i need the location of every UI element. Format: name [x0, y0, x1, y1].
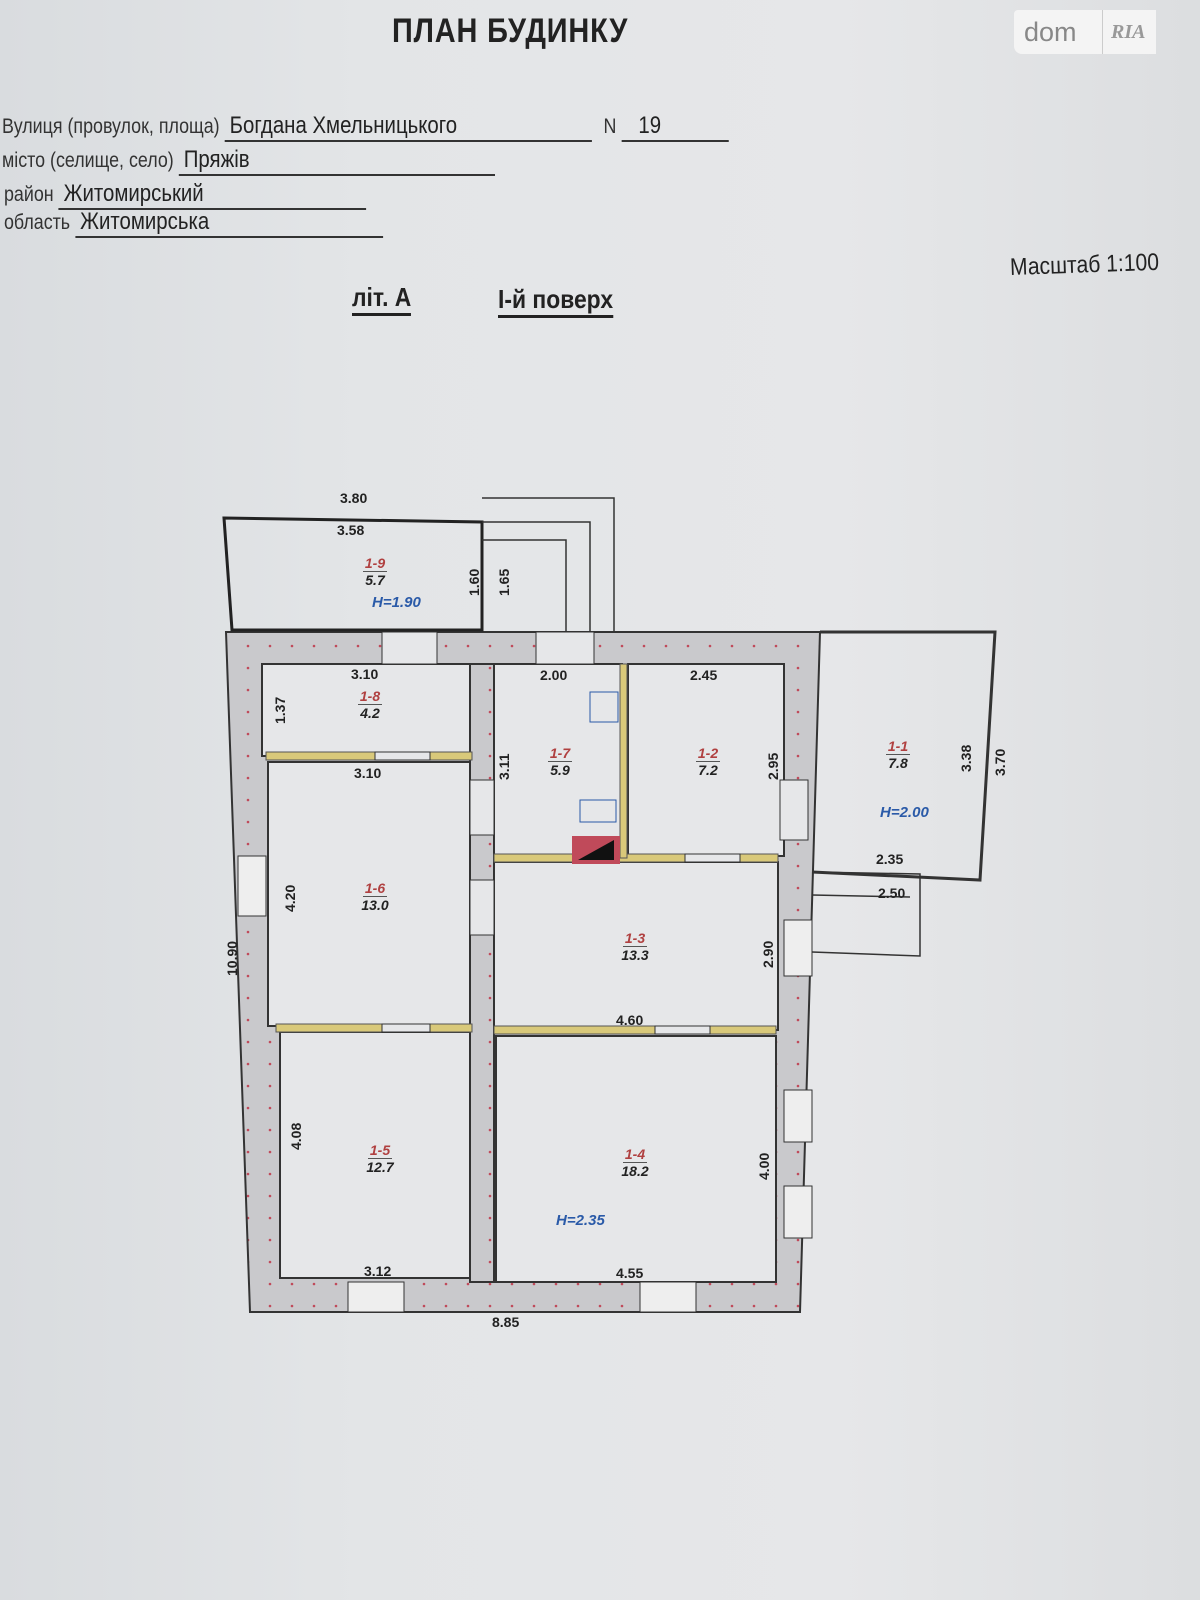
room-number: 1-4 — [622, 1146, 648, 1163]
dimension-label: 2.45 — [690, 667, 718, 683]
dimension-label: 3.58 — [337, 522, 365, 538]
room-area: 7.2 — [698, 762, 718, 778]
dimension-label: 3.80 — [340, 490, 368, 506]
street-field: Вулиця (провулок, площа) Богдана Хмельни… — [2, 112, 729, 142]
room-area: 18.2 — [621, 1163, 649, 1179]
district-field: район Житомирський — [4, 180, 367, 210]
dimension-label: 10.90 — [224, 940, 240, 976]
logo-dom: dom — [1024, 16, 1077, 47]
room-area: 5.9 — [550, 762, 570, 778]
room-interiors — [261, 663, 785, 1283]
region-value: Житомирська — [75, 208, 383, 238]
room-number: 1-8 — [357, 688, 383, 705]
room-area: 5.7 — [365, 572, 385, 588]
dimension-label: 2.95 — [765, 752, 781, 780]
floor-label: І-й поверх — [498, 284, 614, 318]
dimension-label: 3.11 — [496, 753, 512, 780]
room-number: 1-7 — [547, 745, 573, 762]
windows — [237, 855, 813, 1313]
height-main: H=2.35 — [556, 1212, 605, 1229]
dimension-label: 2.35 — [876, 851, 904, 867]
room-number: 1-5 — [367, 1142, 393, 1159]
room-area: 7.8 — [888, 755, 908, 771]
dimension-label: 2.50 — [878, 885, 906, 901]
room-number: 1-9 — [362, 555, 388, 572]
letter-label: літ. А — [352, 282, 412, 316]
district-value: Житомирський — [58, 180, 367, 210]
room-number: 1-3 — [622, 930, 648, 947]
doors — [374, 631, 809, 1035]
dimension-label: 4.20 — [282, 884, 298, 912]
room-number: 1-1 — [885, 738, 911, 755]
dimension-label: 4.60 — [616, 1012, 644, 1028]
sink-icon — [579, 799, 617, 823]
number-label: N — [603, 115, 617, 138]
room-area: 13.3 — [621, 947, 649, 963]
dimension-label: 3.10 — [351, 666, 379, 682]
dimension-label: 1.37 — [272, 696, 288, 724]
region-field: область Житомирська — [4, 208, 383, 238]
street-label: Вулиця (провулок, площа) — [2, 115, 220, 138]
dimension-label: 2.00 — [540, 667, 568, 683]
page-title: ПЛАН БУДИНКУ — [392, 12, 629, 50]
room-number: 1-2 — [695, 745, 721, 762]
side-steps — [811, 871, 921, 957]
gas-stove-icon — [589, 691, 619, 723]
dimension-label: 8.85 — [492, 1314, 520, 1330]
room-area: 13.0 — [361, 897, 389, 913]
dimension-label: 1.60 — [466, 568, 482, 596]
dimension-label: 4.08 — [288, 1122, 304, 1150]
dimension-label: 2.90 — [760, 940, 776, 968]
stove-fill-icon — [578, 840, 614, 860]
dimension-label: 4.55 — [616, 1265, 644, 1281]
number-value: 19 — [621, 112, 729, 142]
dimension-label: 3.38 — [958, 744, 974, 772]
domria-logo[interactable]: dom RIA — [1014, 10, 1156, 54]
dimension-label: 3.12 — [364, 1263, 392, 1279]
room-number: 1-6 — [362, 880, 388, 897]
room-area: 12.7 — [366, 1159, 394, 1175]
logo-ria: RIA — [1102, 10, 1145, 54]
steps — [482, 497, 615, 632]
height-1-9: H=1.90 — [372, 594, 421, 611]
interior-wall — [469, 663, 495, 1283]
dimension-label: 4.00 — [756, 1152, 772, 1180]
height-1-1: H=2.00 — [880, 804, 929, 821]
district-label: район — [4, 183, 54, 206]
partitions — [265, 663, 779, 1035]
porch-1-9 — [222, 516, 484, 632]
dimension-label: 3.70 — [992, 748, 1008, 776]
room-area: 4.2 — [360, 705, 380, 721]
street-value: Богдана Хмельницького — [224, 112, 592, 142]
city-field: місто (селище, село) Пряжів — [2, 146, 495, 176]
veranda-1-1 — [811, 630, 997, 882]
city-label: місто (селище, село) — [2, 149, 174, 172]
city-value: Пряжів — [178, 146, 495, 176]
dimension-label: 3.10 — [354, 765, 382, 781]
dimension-label: 1.65 — [496, 568, 512, 596]
region-label: область — [4, 211, 71, 234]
